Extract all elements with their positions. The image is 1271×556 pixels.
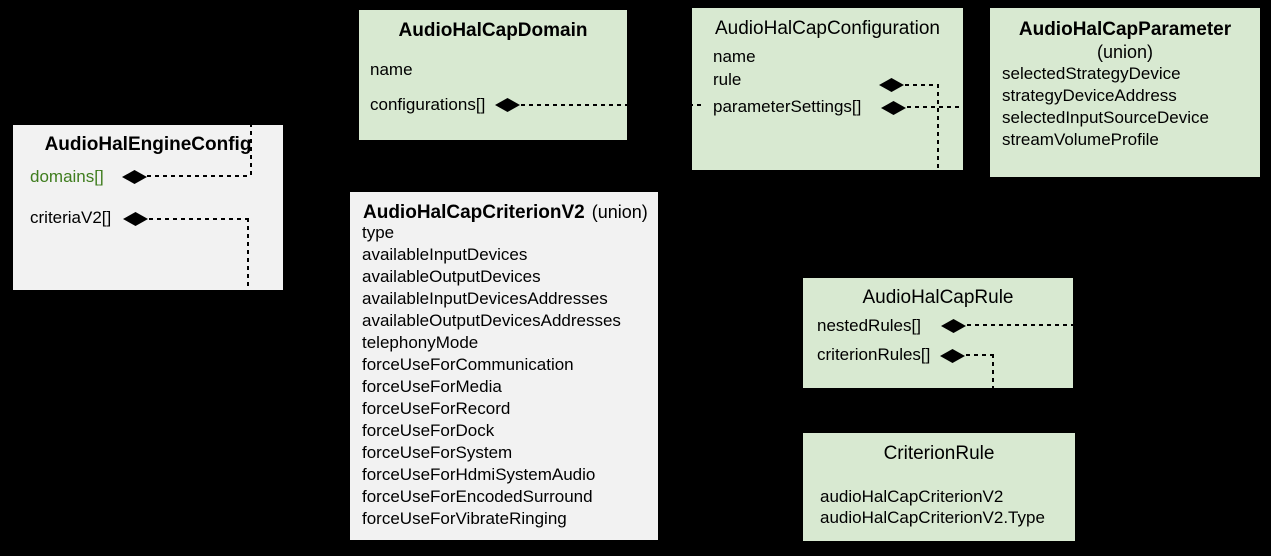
field-force-use-for-dock: forceUseForDock <box>362 421 495 440</box>
field-list: type availableInputDevices availableOutp… <box>362 222 621 530</box>
field-nested-rules: nestedRules[] <box>817 316 921 335</box>
field-stream-volume-profile: streamVolumeProfile <box>1002 130 1159 149</box>
connector-parameter-settings-h <box>907 106 963 108</box>
field-audio-hal-cap-criterion-v2: audioHalCapCriterionV2 <box>820 487 1004 506</box>
class-box-parameter: AudioHalCapParameter (union) selectedStr… <box>990 8 1260 177</box>
connector-criterion-rules-h <box>966 354 993 356</box>
class-title: AudioHalCapCriterionV2 (union) <box>350 201 658 224</box>
connector-criteria-v2-v <box>247 218 249 290</box>
class-subtitle: (union) <box>591 202 648 222</box>
field-available-output-devices-addresses: availableOutputDevicesAddresses <box>362 311 621 330</box>
field-force-use-for-system: forceUseForSystem <box>362 443 513 462</box>
field-available-input-devices: availableInputDevices <box>362 245 528 264</box>
class-box-configuration: AudioHalCapConfiguration name rule param… <box>692 8 963 170</box>
field-configurations: configurations[] <box>370 95 486 114</box>
class-subtitle: (union) <box>1096 42 1154 62</box>
field-criteriaV2: criteriaV2[] <box>30 208 112 227</box>
connector-domains-v <box>250 123 252 177</box>
connector-criterion-rules-v <box>992 354 994 388</box>
field-list: selectedStrategyDevice strategyDeviceAdd… <box>1002 63 1209 151</box>
class-title-text: AudioHalCapCriterionV2 <box>363 202 585 223</box>
class-title: AudioHalCapConfiguration <box>715 18 940 39</box>
connector-rule-h <box>905 84 938 86</box>
class-title: AudioHalEngineConfig <box>44 134 252 155</box>
field-rule: rule <box>713 70 742 89</box>
field-force-use-for-media: forceUseForMedia <box>362 377 502 396</box>
class-title: AudioHalCapDomain <box>398 20 588 41</box>
class-box-rule: AudioHalCapRule nestedRules[] criterionR… <box>803 278 1073 388</box>
field-force-use-for-encoded-surround: forceUseForEncodedSurround <box>362 487 593 506</box>
field-selected-strategy-device: selectedStrategyDevice <box>1002 64 1181 83</box>
field-name: name <box>713 47 756 66</box>
composition-diamond-icon <box>122 170 147 184</box>
field-type: type <box>362 223 395 242</box>
field-available-output-devices: availableOutputDevices <box>362 267 541 286</box>
connector-domains-h <box>147 175 251 177</box>
field-force-use-for-communication: forceUseForCommunication <box>362 355 574 374</box>
class-title: AudioHalCapParameter <box>1018 19 1232 40</box>
composition-diamond-icon <box>879 78 904 92</box>
field-force-use-for-hdmi-system-audio: forceUseForHdmiSystemAudio <box>362 465 596 484</box>
composition-diamond-icon <box>495 98 520 112</box>
class-box-criterion-v2: AudioHalCapCriterionV2 (union) type avail… <box>350 192 658 540</box>
field-strategy-device-address: strategyDeviceAddress <box>1002 86 1177 105</box>
field-audio-hal-cap-criterion-v2-type: audioHalCapCriterionV2.Type <box>820 508 1045 527</box>
field-available-input-devices-addresses: availableInputDevicesAddresses <box>362 289 608 308</box>
connector-configurations-h <box>521 104 702 106</box>
class-title: CriterionRule <box>883 443 995 464</box>
composition-diamond-icon <box>881 101 906 115</box>
class-title: AudioHalCapRule <box>862 287 1014 308</box>
composition-diamond-icon <box>941 319 966 333</box>
field-selected-input-source-device: selectedInputSourceDevice <box>1002 108 1209 127</box>
class-box-engine-config: AudioHalEngineConfig domains[] criteriaV… <box>13 125 283 290</box>
field-telephony-mode: telephonyMode <box>362 333 479 352</box>
field-force-use-for-vibrate-ringing: forceUseForVibrateRinging <box>362 509 567 528</box>
field-name: name <box>370 60 413 79</box>
field-force-use-for-record: forceUseForRecord <box>362 399 511 418</box>
field-parameter-settings: parameterSettings[] <box>713 97 862 116</box>
composition-diamond-icon <box>123 212 148 226</box>
connector-rule-v <box>937 84 939 171</box>
field-domains: domains[] <box>30 167 104 186</box>
connector-criteria-v2-h <box>149 218 248 220</box>
field-criterion-rules: criterionRules[] <box>817 345 931 364</box>
composition-diamond-icon <box>940 349 965 363</box>
connector-nested-rules-h <box>967 324 1073 326</box>
class-box-criterion-rule: CriterionRule audioHalCapCriterionV2 aud… <box>803 433 1075 541</box>
class-box-domain: AudioHalCapDomain name configurations[] <box>359 10 627 140</box>
